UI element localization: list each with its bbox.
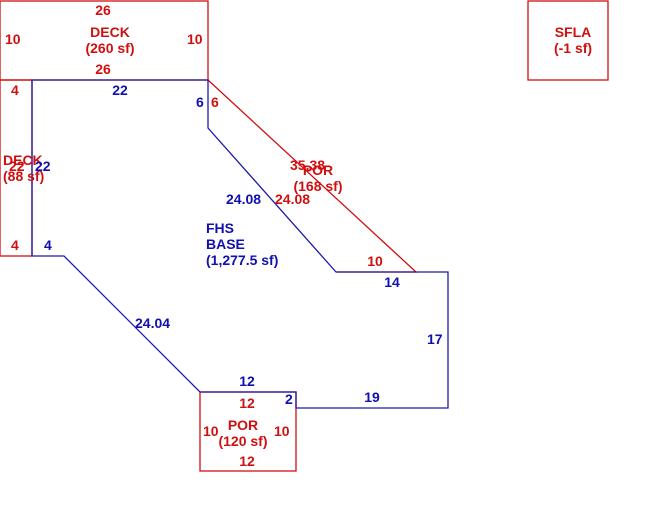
dim-deck-top-bottom: 26 [95, 61, 111, 77]
por-bottom-name: POR [227, 417, 259, 433]
dim-por-diagonal-outer: 35.38 [290, 157, 326, 173]
dim-base-top-right: 6 [196, 94, 204, 110]
dim-base-left-22: 22 [35, 158, 51, 174]
dim-deck-top-top: 26 [95, 2, 111, 18]
deck-top-area: (260 sf) [85, 40, 135, 56]
dim-base-lower-diagonal: 24.04 [135, 315, 171, 331]
fhs-base-area: (1,277.5 sf) [206, 252, 279, 268]
dim-base-step-14: 14 [384, 274, 400, 290]
dim-deck-left-bottom: 4 [11, 237, 19, 253]
fhs-base-line1: FHS [206, 220, 234, 236]
fhs-base-label: FHS BASE (1,277.5 sf) [206, 220, 278, 268]
dim-deck-top-left: 10 [5, 31, 21, 47]
fhs-base-line2: BASE [206, 236, 245, 252]
deck-left-name: DECK [3, 152, 43, 168]
por-diagonal-area: (168 sf) [293, 178, 343, 194]
deck-left-area: (88 sf) [3, 168, 45, 184]
dim-por-bottom-bottom: 12 [239, 453, 255, 469]
dim-base-bottom-19: 19 [364, 389, 380, 405]
por-bottom-label: POR (120 sf) [218, 417, 267, 449]
dim-deck-left-top: 4 [11, 82, 19, 98]
sfla-area: (-1 sf) [553, 40, 593, 56]
dim-por-bottom-top: 12 [239, 395, 255, 411]
dim-base-bottom-12: 12 [239, 373, 255, 389]
sfla-outline [527, 0, 609, 81]
dim-deck-top-right: 10 [187, 31, 203, 47]
fhs-base-outline [31, 79, 449, 409]
dim-deck-left-overlap: 22 [9, 158, 25, 174]
por-bottom-area: (120 sf) [218, 433, 268, 449]
dim-por-bottom-right: 10 [274, 423, 290, 439]
por-diagonal-label: POR (168 sf) [293, 162, 342, 194]
dim-por-diagonal-6: 6 [211, 94, 219, 110]
deck-top-label: DECK (260 sf) [85, 24, 134, 56]
sfla-label: SFLA (-1 sf) [554, 24, 592, 56]
dim-por-diagonal-bottom: 10 [367, 253, 383, 269]
dim-base-diagonal: 24.08 [226, 191, 262, 207]
por-diagonal-name: POR [302, 162, 334, 178]
dim-base-right: 17 [427, 331, 443, 347]
dim-por-bottom-left: 10 [203, 423, 219, 439]
dim-base-left-bottom: 4 [44, 237, 52, 253]
dim-por-diagonal-inner: 24.08 [275, 191, 311, 207]
dim-base-step-2: 2 [285, 391, 293, 407]
deck-top-name: DECK [90, 24, 130, 40]
deck-left-label: DECK (88 sf) [3, 152, 44, 184]
dim-base-top: 22 [112, 82, 128, 98]
sfla-name: SFLA [554, 24, 592, 40]
